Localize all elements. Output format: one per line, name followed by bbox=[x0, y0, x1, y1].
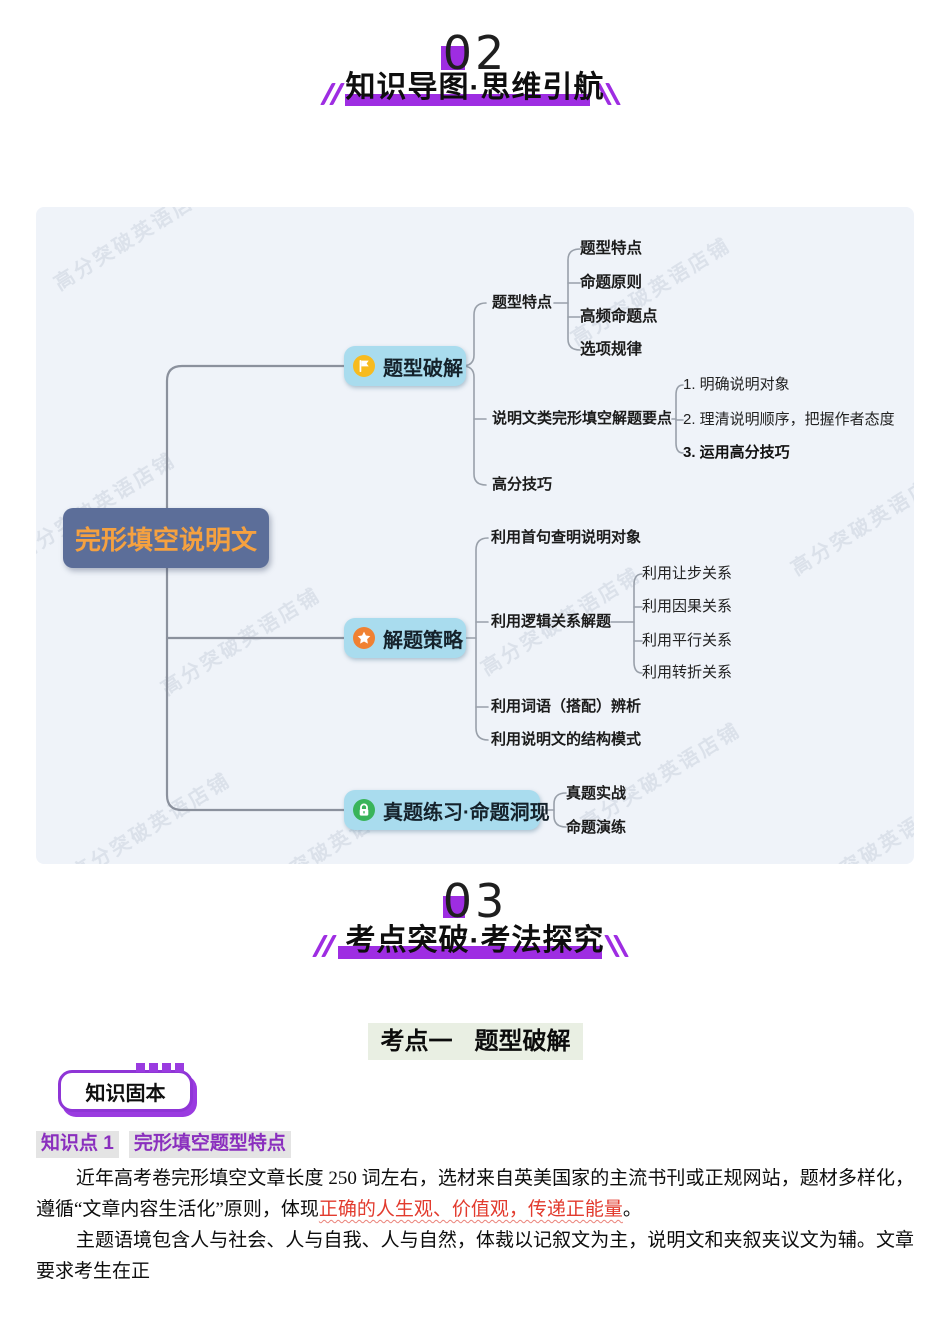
section-title: 考点突破·考法探究 bbox=[345, 924, 605, 957]
branch-label: 题型破解 bbox=[383, 357, 463, 380]
knowledge-point-tag: 知识点 1 bbox=[36, 1131, 119, 1158]
accent-square bbox=[443, 896, 465, 918]
mindmap-node-label: 命题原则 bbox=[580, 274, 643, 291]
knowledge-badge: 知识固本 bbox=[58, 1070, 193, 1112]
branch-label: 真题练习·命题洞现 bbox=[383, 801, 550, 824]
accent-square bbox=[441, 46, 465, 70]
exam-point-heading: 考点一 题型破解 bbox=[368, 1023, 583, 1060]
mindmap-node-label: 题型特点 bbox=[492, 294, 553, 311]
mindmap-node-label: 1. 明确说明对象 bbox=[683, 376, 790, 393]
paragraph-1-highlight: 正确的人生观、价值观，传递正能量 bbox=[318, 1199, 623, 1220]
badge-notch-square bbox=[162, 1063, 171, 1072]
mindmap-node-label: 利用因果关系 bbox=[642, 598, 733, 615]
knowledge-point-title: 完形填空题型特点 bbox=[128, 1131, 291, 1158]
mindmap-node-label: 利用逻辑关系解题 bbox=[491, 613, 612, 630]
lock-icon bbox=[353, 799, 375, 821]
mindmap-connectors bbox=[165, 248, 684, 828]
section-number: 03 bbox=[442, 874, 508, 928]
mindmap-node-label: 真题实战 bbox=[566, 785, 627, 802]
mindmap-node-label: 利用平行关系 bbox=[642, 632, 733, 649]
section-title: 知识导图·思维引航 bbox=[345, 71, 605, 104]
branch-node-question-type: 题型破解 bbox=[344, 346, 466, 386]
mindmap-panel: 高分突破英语店铺 高分突破英语店铺 高分突破英语店铺 高分突破英语店铺 高分突破… bbox=[36, 207, 914, 864]
mindmap-node-label: 选项规律 bbox=[580, 341, 643, 358]
root-node: 完形填空说明文 bbox=[63, 508, 269, 568]
mindmap-node-label: 2. 理清说明顺序，把握作者态度 bbox=[683, 411, 895, 428]
paragraph-2: 主题语境包含人与社会、人与自我、人与自然，体裁以记叙文为主，说明文和夹叙夹议文为… bbox=[36, 1230, 914, 1282]
paragraph-1-end: 。 bbox=[622, 1199, 642, 1220]
branch-node-strategy: 解题策略 bbox=[344, 618, 466, 658]
mindmap-node-label: 利用说明文的结构模式 bbox=[491, 731, 642, 748]
mindmap-node-label: 高频命题点 bbox=[580, 308, 658, 325]
mindmap-node-label: 利用转折关系 bbox=[642, 664, 733, 681]
title-underline-bar bbox=[345, 94, 590, 106]
mindmap-node-label: 说明文类完形填空解题要点 bbox=[492, 410, 673, 427]
title-underline-bar bbox=[338, 946, 602, 959]
mindmap-node-label: 命题演练 bbox=[566, 819, 627, 836]
mindmap-node-label: 3. 运用高分技巧 bbox=[683, 444, 790, 461]
badge-notch-square bbox=[136, 1063, 145, 1072]
section-number: 02 bbox=[442, 26, 508, 80]
mindmap-node-label: 利用让步关系 bbox=[642, 565, 733, 582]
mindmap-node-label: 利用词语（搭配）辨析 bbox=[491, 698, 642, 715]
badge-notch-square bbox=[175, 1063, 184, 1072]
body-text: 近年高考卷完形填空文章长度 250 词左右，选材来自英美国家的主流书刊或正规网站… bbox=[36, 1163, 914, 1287]
star-icon bbox=[353, 627, 375, 649]
knowledge-point-row: 知识点 1 完形填空题型特点 bbox=[36, 1131, 291, 1158]
mindmap-node-label: 题型特点 bbox=[580, 240, 643, 257]
mindmap-node-label: 利用首句查明说明对象 bbox=[491, 529, 642, 546]
root-node-label: 完形填空说明文 bbox=[74, 524, 257, 555]
badge-notch-square bbox=[149, 1063, 158, 1072]
paragraph-1: 近年高考卷完形填空文章长度 250 词左右，选材来自英美国家的主流书刊或正规网站… bbox=[36, 1163, 914, 1225]
branch-node-practice: 真题练习·命题洞现 bbox=[344, 790, 550, 830]
knowledge-badge-label: 知识固本 bbox=[85, 1082, 166, 1105]
exam-point-title: 题型破解 bbox=[474, 1027, 571, 1055]
flag-icon bbox=[353, 355, 375, 377]
exam-point-number: 考点一 bbox=[380, 1027, 453, 1055]
mindmap-node-label: 高分技巧 bbox=[492, 476, 553, 493]
branch-label: 解题策略 bbox=[383, 629, 463, 652]
paragraph-1-text: 近年高考卷完形填空文章长度 250 词左右，选材来自英美国家的主流书刊或正规网站… bbox=[36, 1168, 914, 1220]
